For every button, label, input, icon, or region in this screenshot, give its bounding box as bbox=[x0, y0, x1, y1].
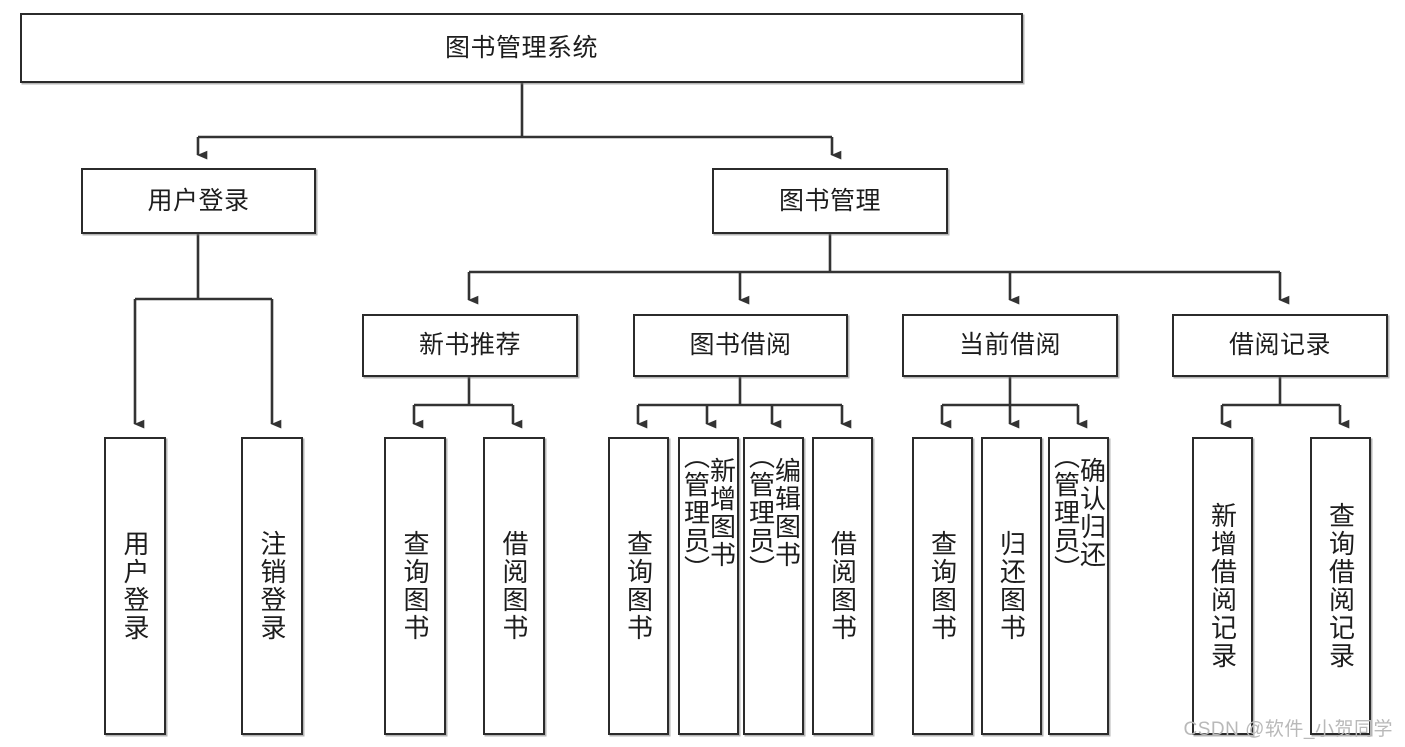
node-leaf-query-book-b[interactable]: 查询图书 bbox=[608, 437, 669, 735]
node-root-system-label: 图书管理系统 bbox=[444, 33, 598, 62]
node-leaf-confirm-return[interactable]: 确认归还 （管理员） bbox=[1048, 437, 1109, 735]
node-book-borrow[interactable]: 图书借阅 bbox=[633, 314, 848, 377]
node-current-borrow[interactable]: 当前借阅 bbox=[902, 314, 1118, 377]
node-leaf-edit-book-label: 编辑图书 （管理员） bbox=[745, 443, 802, 583]
node-leaf-query-record[interactable]: 查询借阅记录 bbox=[1310, 437, 1371, 735]
node-leaf-return-book[interactable]: 归还图书 bbox=[981, 437, 1042, 735]
node-root-system[interactable]: 图书管理系统 bbox=[20, 13, 1023, 83]
node-user-login-label: 用户登录 bbox=[147, 186, 250, 215]
node-leaf-query-book-b-label: 查询图书 bbox=[623, 530, 654, 642]
node-current-borrow-label: 当前借阅 bbox=[958, 331, 1061, 359]
node-leaf-add-record-label: 新增借阅记录 bbox=[1207, 502, 1238, 670]
node-leaf-borrow-book-b-label: 借阅图书 bbox=[827, 530, 858, 642]
node-leaf-add-book[interactable]: 新增图书 （管理员） bbox=[678, 437, 739, 735]
node-leaf-user-login[interactable]: 用户登录 bbox=[104, 437, 166, 735]
node-book-management-label: 图书管理 bbox=[778, 186, 881, 215]
node-leaf-borrow-book-a-label: 借阅图书 bbox=[499, 530, 529, 642]
node-leaf-user-login-label: 用户登录 bbox=[120, 530, 150, 642]
node-new-book-recommend[interactable]: 新书推荐 bbox=[362, 314, 578, 377]
node-leaf-borrow-book-a[interactable]: 借阅图书 bbox=[483, 437, 545, 735]
node-leaf-query-book-a[interactable]: 查询图书 bbox=[384, 437, 446, 735]
node-user-login[interactable]: 用户登录 bbox=[81, 168, 316, 234]
node-book-management[interactable]: 图书管理 bbox=[712, 168, 948, 234]
node-leaf-query-book-c[interactable]: 查询图书 bbox=[912, 437, 973, 735]
node-leaf-return-book-label: 归还图书 bbox=[996, 530, 1027, 642]
node-leaf-edit-book[interactable]: 编辑图书 （管理员） bbox=[743, 437, 804, 735]
node-leaf-logout[interactable]: 注销登录 bbox=[241, 437, 303, 735]
node-borrow-record-label: 借阅记录 bbox=[1228, 331, 1331, 359]
node-leaf-query-record-label: 查询借阅记录 bbox=[1325, 502, 1356, 670]
node-leaf-add-record[interactable]: 新增借阅记录 bbox=[1192, 437, 1253, 735]
node-leaf-query-book-c-label: 查询图书 bbox=[927, 530, 958, 642]
node-leaf-confirm-return-label: 确认归还 （管理员） bbox=[1050, 443, 1107, 583]
node-book-borrow-label: 图书借阅 bbox=[689, 331, 792, 359]
node-leaf-query-book-a-label: 查询图书 bbox=[400, 530, 430, 642]
node-leaf-add-book-label: 新增图书 （管理员） bbox=[680, 443, 737, 583]
node-new-book-recommend-label: 新书推荐 bbox=[418, 331, 521, 359]
node-leaf-borrow-book-b[interactable]: 借阅图书 bbox=[812, 437, 873, 735]
node-borrow-record[interactable]: 借阅记录 bbox=[1172, 314, 1388, 377]
node-leaf-logout-label: 注销登录 bbox=[257, 530, 287, 642]
